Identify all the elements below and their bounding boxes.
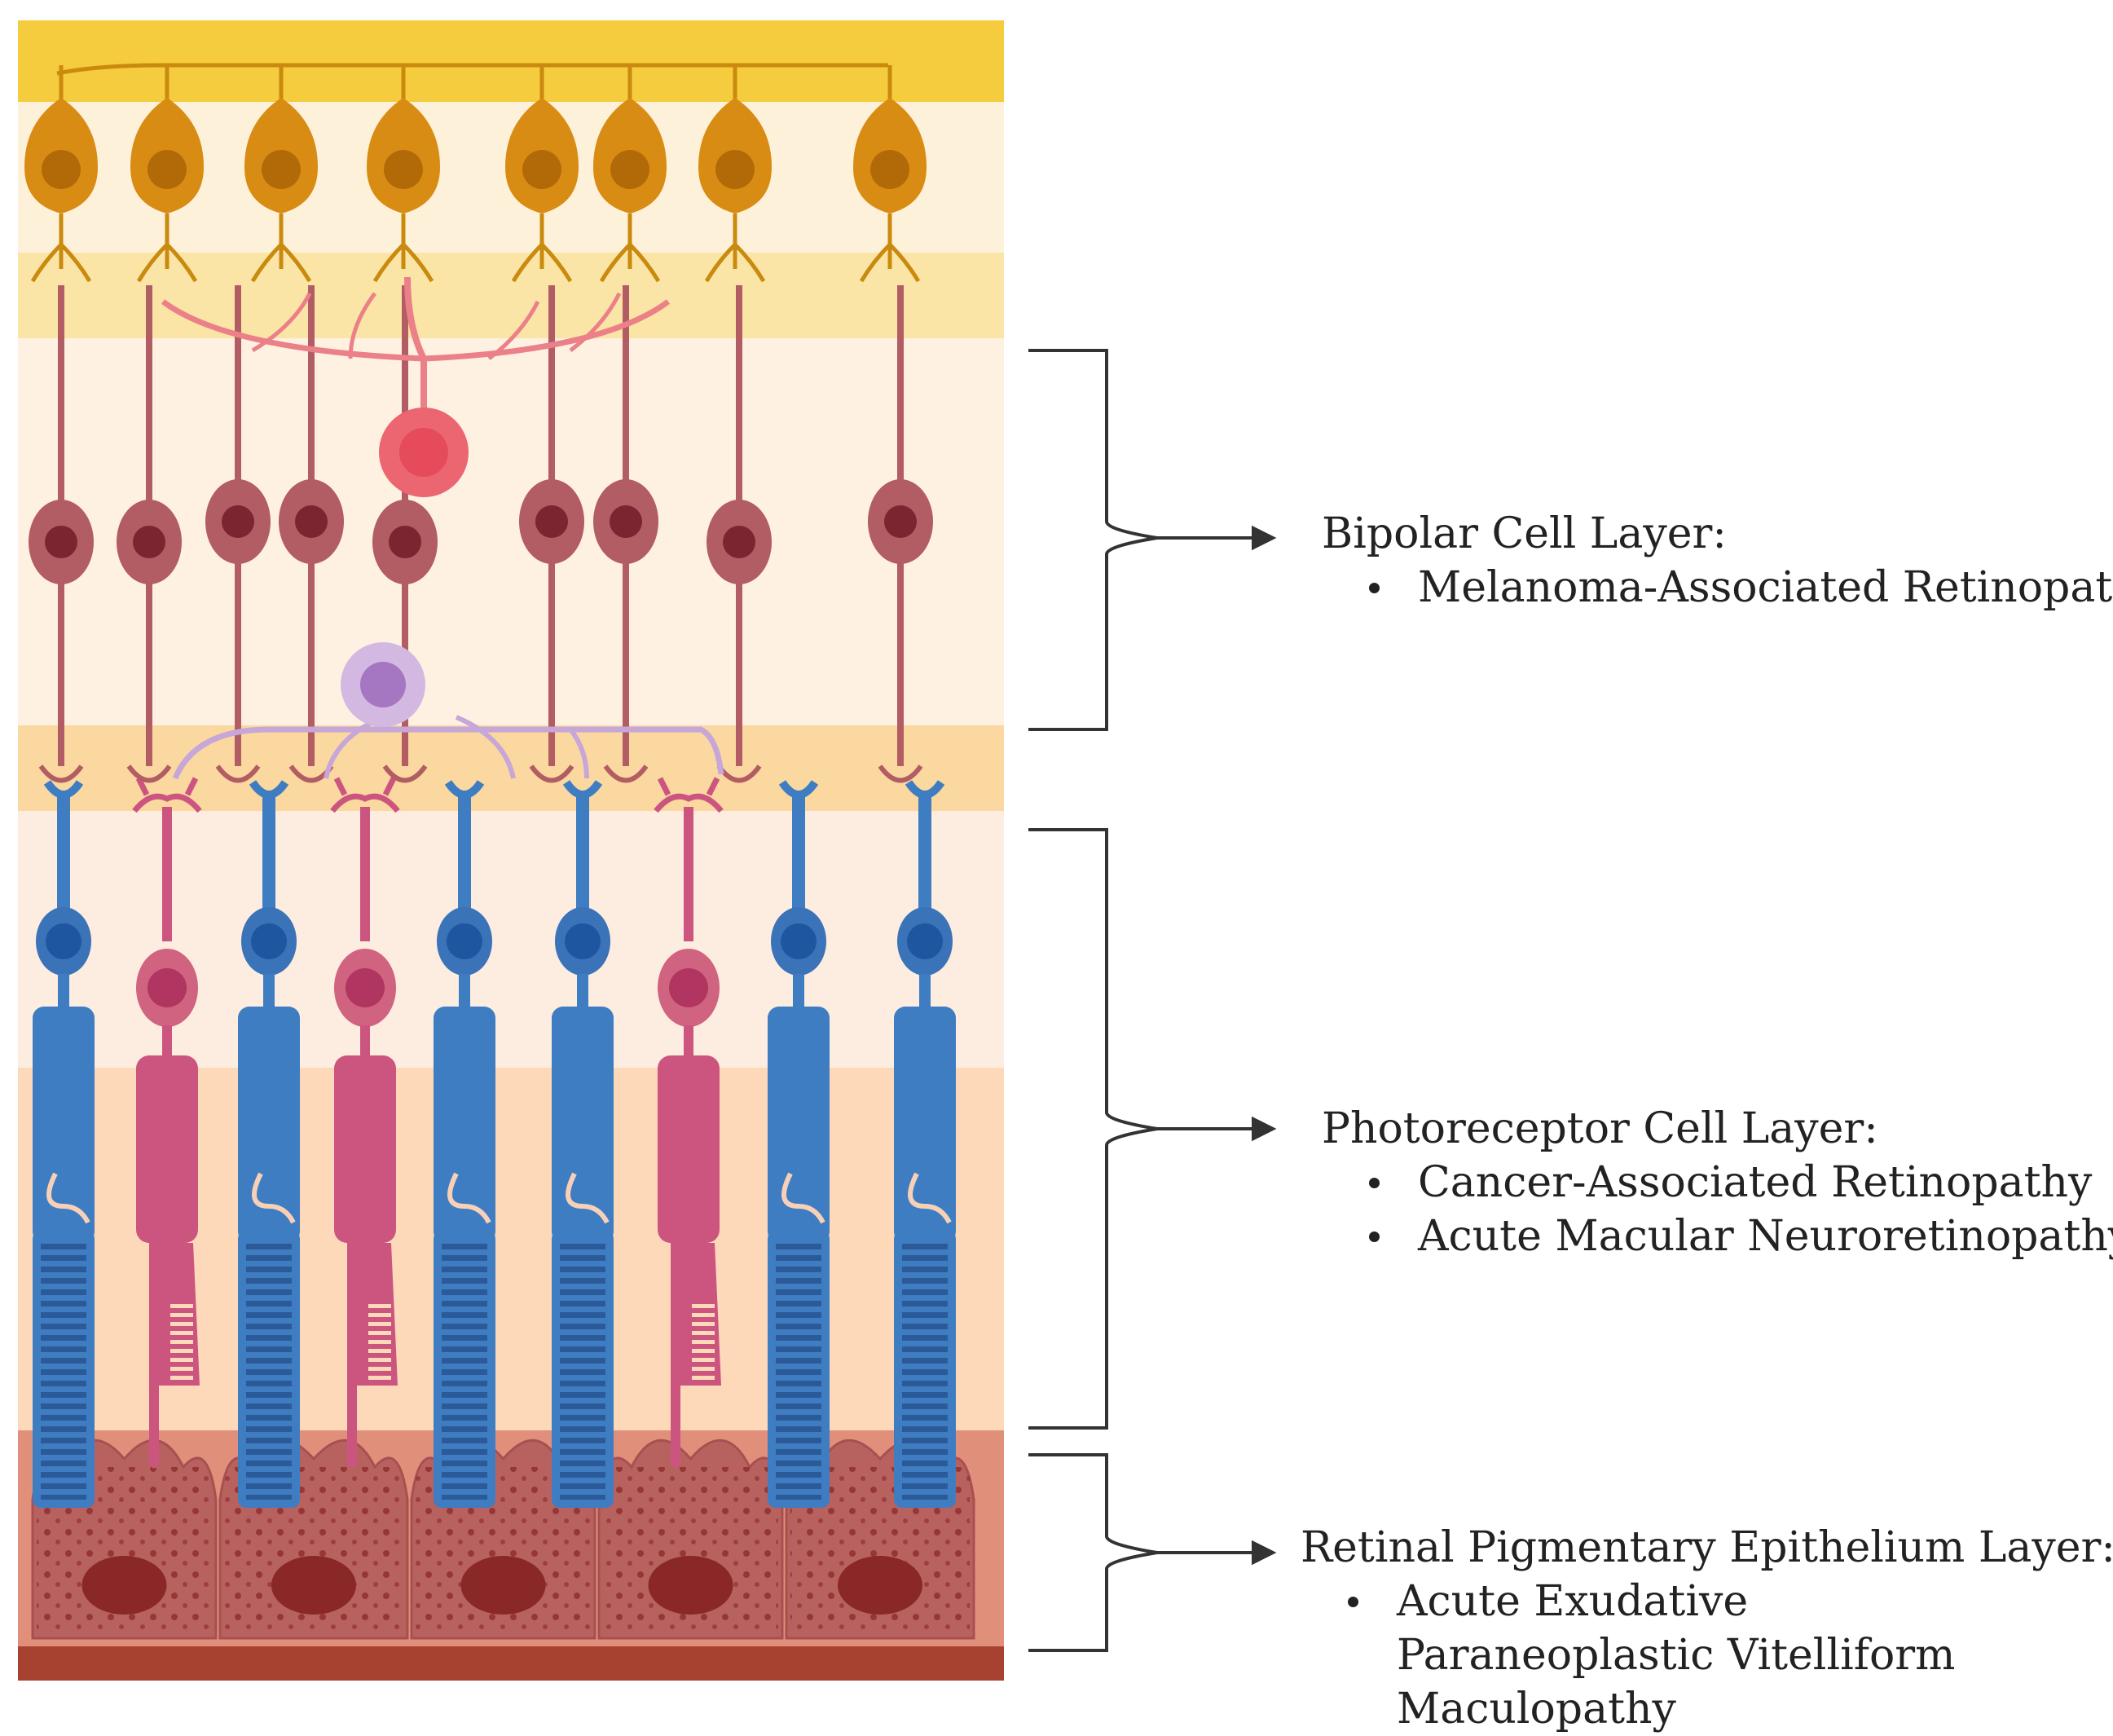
choroid-band — [18, 1646, 1004, 1681]
ganglion-cell — [24, 65, 98, 283]
photoreceptor-cells — [33, 777, 956, 1508]
rpe-layer-title: Retinal Pigmentary Epithelium Layer: — [1301, 1523, 2113, 1572]
rod-cell — [552, 780, 614, 1508]
cone-cell — [132, 777, 202, 1469]
rod-cell — [33, 780, 95, 1508]
ganglion-cell — [593, 65, 667, 283]
bipolar-cell — [707, 285, 772, 783]
retina-diagram — [18, 20, 1277, 1681]
inner-nuclear-band — [18, 338, 1004, 725]
list-item: Melanoma-Associated Retinopathy — [1322, 561, 2113, 615]
rod-cell — [894, 780, 956, 1508]
cone-cell — [654, 777, 724, 1469]
bipolar-layer-title: Bipolar Cell Layer: — [1322, 509, 1727, 558]
bipolar-cell — [593, 285, 658, 783]
rpe-layer-label: Retinal Pigmentary Epithelium Layer: Acu… — [1301, 1521, 2113, 1736]
ganglion-cell — [244, 65, 318, 283]
condition-text: Acute Macular Neuroretinopathy — [1418, 1212, 2113, 1261]
rpe-condition-list: Acute Exudative Paraneoplastic Vitellifo… — [1301, 1575, 2113, 1736]
condition-text: Acute Exudative Paraneoplastic Vitellifo… — [1397, 1577, 1956, 1734]
ganglion-cell — [698, 65, 772, 283]
nerve-fiber-line — [56, 63, 888, 76]
list-item: Acute Macular Neuroretinopathy — [1322, 1209, 2113, 1263]
bipolar-cell — [279, 285, 344, 783]
condition-text: Melanoma-Associated Retinopathy — [1418, 563, 2113, 612]
ganglion-cells — [24, 63, 927, 283]
bullet-icon — [1369, 1232, 1380, 1242]
bipolar-cell — [868, 285, 933, 783]
rod-cell — [434, 780, 495, 1508]
nerve-fiber-band — [18, 20, 1004, 102]
bipolar-cell — [205, 285, 271, 783]
bipolar-cells — [29, 285, 933, 783]
horizontal-cell — [161, 276, 671, 497]
rpe-bracket — [1028, 1453, 1277, 1652]
rpe-nucleus — [81, 1556, 167, 1615]
bipolar-cell — [29, 285, 94, 783]
ganglion-cell — [367, 65, 440, 283]
amacrine-cell — [172, 642, 724, 780]
ganglion-cell — [130, 65, 204, 283]
list-item: Acute Exudative Paraneoplastic Vitellifo… — [1301, 1575, 2016, 1736]
rod-cell — [238, 780, 300, 1508]
rpe-nucleus — [460, 1556, 546, 1615]
cone-cell — [330, 777, 400, 1469]
list-item: Cancer-Associated Retinopathy — [1322, 1156, 2113, 1209]
rpe-nucleus — [838, 1556, 922, 1615]
bipolar-bracket — [1028, 349, 1277, 731]
rpe-nucleus — [271, 1556, 356, 1615]
rpe-cells — [31, 1439, 975, 1640]
bipolar-layer-label: Bipolar Cell Layer: Melanoma-Associated … — [1322, 507, 2113, 615]
rod-cell — [768, 780, 830, 1508]
bipolar-condition-list: Melanoma-Associated Retinopathy — [1322, 561, 2113, 615]
photoreceptor-condition-list: Cancer-Associated Retinopathy Acute Macu… — [1322, 1156, 2113, 1263]
photoreceptor-layer-label: Photoreceptor Cell Layer: Cancer-Associa… — [1322, 1102, 2113, 1263]
photoreceptor-bracket — [1028, 828, 1277, 1430]
inner-plexiform-band — [18, 253, 1004, 338]
ganglion-cell — [505, 65, 579, 283]
rpe-nucleus — [648, 1556, 733, 1615]
outer-nuclear-band — [18, 811, 1004, 1068]
bipolar-cell — [519, 285, 584, 783]
bipolar-cell — [117, 285, 182, 783]
rpe-cell — [597, 1439, 784, 1640]
photoreceptor-layer-title: Photoreceptor Cell Layer: — [1322, 1104, 1878, 1153]
bullet-icon — [1369, 583, 1380, 593]
ganglion-cell — [853, 65, 927, 283]
bullet-icon — [1348, 1597, 1358, 1607]
layer-brackets — [1028, 349, 1277, 1652]
condition-text: Cancer-Associated Retinopathy — [1418, 1158, 2093, 1207]
bullet-icon — [1369, 1178, 1380, 1188]
